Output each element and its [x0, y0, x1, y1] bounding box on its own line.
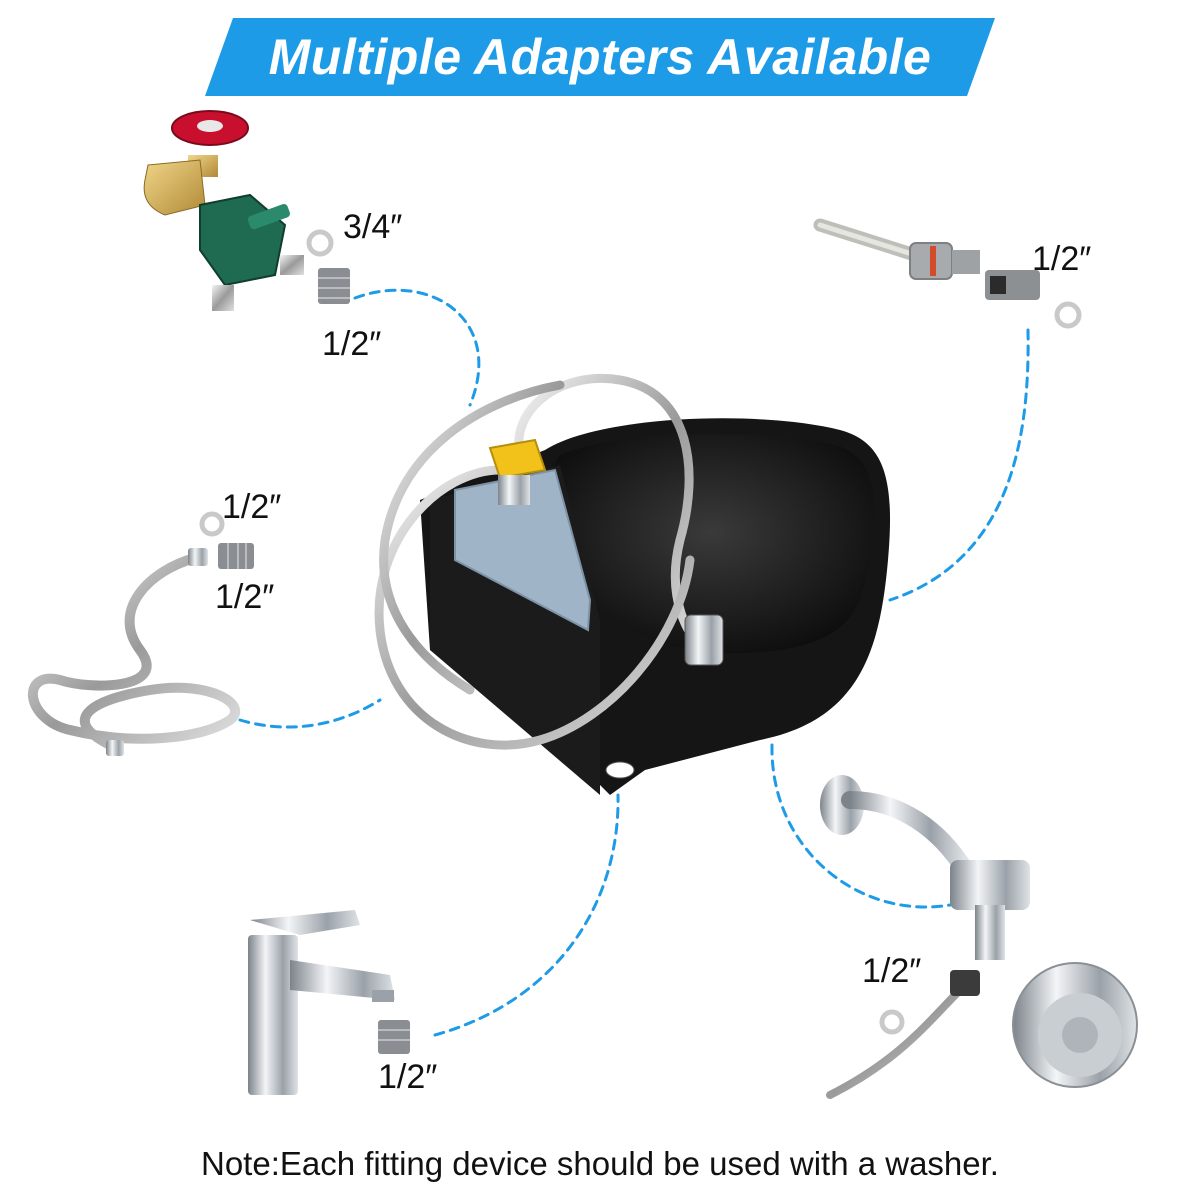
banner-background	[205, 18, 995, 96]
threaded-adapter-icon	[318, 268, 350, 304]
banner-title: Multiple Adapters Available	[268, 29, 932, 85]
yellow-fitting-icon	[488, 438, 547, 505]
water-pipe-icon	[813, 218, 1040, 300]
threaded-adapter-icon	[218, 543, 254, 569]
spigot-outlet-size-label: 3/4″	[343, 208, 403, 246]
spigot-adapter-size-label: 1/2″	[322, 325, 382, 363]
hose-fitting-icon	[106, 548, 208, 756]
basin-faucet-icon	[248, 910, 395, 1095]
shower-adapter-size-label: 1/2″	[862, 952, 922, 990]
connector-faucet	[433, 793, 620, 1037]
braided-hose-icon	[374, 374, 710, 750]
washer-icon	[199, 511, 225, 537]
faucet-adapter-size-label: 1/2″	[378, 1058, 438, 1096]
connector-spigot	[353, 288, 481, 407]
threaded-adapter-icon	[378, 1020, 410, 1054]
title-banner: Multiple Adapters Available	[205, 18, 995, 96]
garden-spigot-icon	[143, 110, 304, 311]
shower-head-icon	[820, 775, 1138, 1099]
washer-icon	[306, 229, 334, 257]
hose-adapter-size-label: 1/2″	[215, 578, 275, 616]
connector-hose	[238, 698, 382, 729]
pipe-adapter-size-label: 1/2″	[1032, 240, 1092, 278]
hose-nut-icon	[684, 614, 724, 666]
connector-lines	[238, 288, 1030, 1037]
braided-hose-icon	[28, 553, 241, 750]
connector-pipe	[888, 328, 1030, 602]
connector-shower	[770, 743, 952, 909]
washer-note: Note:Each fitting device should be used …	[201, 1145, 999, 1182]
washer-icon	[879, 1009, 905, 1035]
waterer-bowl-icon	[420, 418, 891, 795]
washer-icon	[1054, 301, 1082, 329]
hose-washer-size-label: 1/2″	[222, 488, 282, 526]
